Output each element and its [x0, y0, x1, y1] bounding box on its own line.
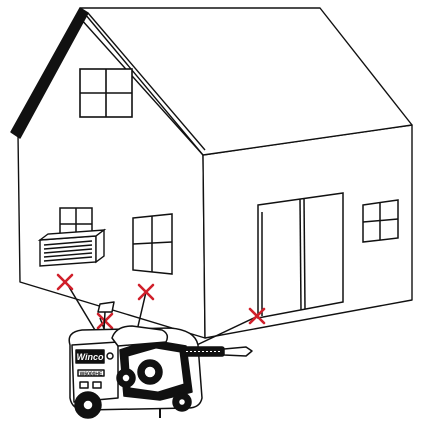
- generator-handle: [98, 302, 114, 312]
- side-window: [363, 200, 398, 242]
- panel-switch: [107, 353, 113, 359]
- front-window-right: [133, 214, 172, 274]
- handle-post: [104, 312, 105, 330]
- outlet-1: [80, 382, 88, 388]
- generator-model: W6000HE: [80, 372, 103, 378]
- attic-window: [80, 69, 132, 117]
- exhaust-outlet: [224, 347, 252, 356]
- wheel-left-hub: [83, 400, 93, 410]
- window-ac-unit: [40, 230, 104, 266]
- engine-cap: [144, 366, 156, 378]
- generator-brand: Winco: [77, 352, 104, 362]
- wheel-right-hub: [179, 399, 186, 406]
- fuel-tank: [112, 326, 167, 346]
- barn-doors: [258, 193, 343, 318]
- outlet-2: [93, 382, 101, 388]
- recoil-starter-hub: [122, 374, 130, 382]
